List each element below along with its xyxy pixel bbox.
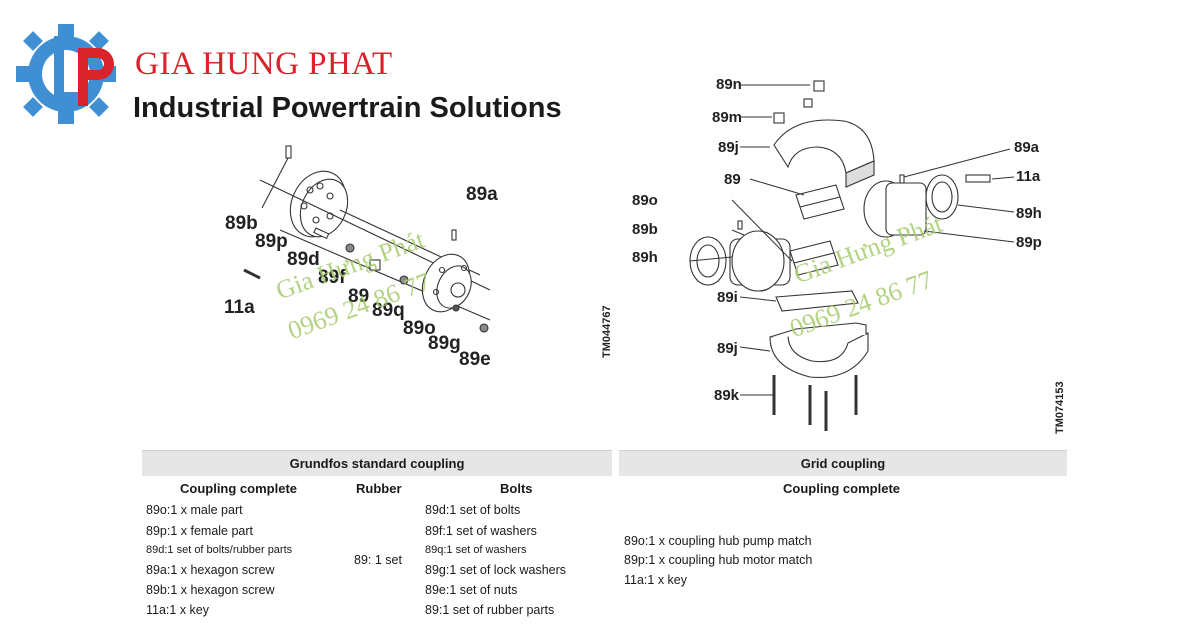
label-89p-grid: 89p: [1016, 234, 1042, 251]
label-89a-grid: 89a: [1014, 139, 1040, 156]
label-89d: 89d: [287, 249, 320, 270]
label-89k: 89k: [714, 387, 740, 404]
label-89a: 89a: [466, 184, 498, 205]
label-11a-grid: 11a: [1016, 168, 1041, 185]
label-89j-bottom: 89j: [717, 340, 738, 357]
label-89o-grid: 89o: [632, 192, 658, 209]
label-89m: 89m: [712, 109, 743, 126]
label-89h-left: 89h: [632, 249, 658, 266]
label-89e: 89e: [459, 349, 491, 370]
list-item: 89o:1 x male part: [146, 503, 243, 517]
standard-coupling-exploded-diagram: [243, 145, 491, 333]
grid-coupling-title: Grid coupling: [619, 450, 1067, 476]
standard-coupling-title: Grundfos standard coupling: [142, 450, 612, 476]
list-item: 89d:1 set of bolts: [425, 503, 521, 517]
label-89o: 89o: [403, 318, 436, 339]
list-item: 89:1 set of rubber parts: [425, 603, 555, 617]
col-head-bolts: Bolts: [500, 481, 533, 496]
list-item: 89p:1 x coupling hub motor match: [624, 553, 813, 567]
brand-name: GIA HUNG PHAT: [135, 46, 393, 82]
list-item: 11a:1 x key: [146, 603, 210, 617]
drawing-id-left: TM044767: [601, 305, 613, 358]
list-item: 89f:1 set of washers: [425, 524, 537, 538]
rubber-value: 89: 1 set: [354, 553, 402, 567]
label-89g: 89g: [428, 333, 461, 354]
brand-tagline: Industrial Powertrain Solutions: [133, 92, 562, 124]
list-item: 89o:1 x coupling hub pump match: [624, 534, 812, 548]
label-89i: 89i: [717, 289, 738, 306]
list-item: 89q:1 set of washers: [425, 544, 527, 556]
list-item: 89e:1 set of nuts: [425, 583, 518, 597]
col-head-coupling-complete: Coupling complete: [180, 481, 297, 496]
list-item: 89b:1 x hexagon screw: [146, 583, 275, 597]
list-item: 89g:1 set of lock washers: [425, 563, 567, 577]
brand-logo-icon: [16, 24, 116, 124]
col-head-grid-coupling-complete: Coupling complete: [783, 481, 900, 496]
label-89b: 89b: [225, 213, 258, 234]
label-89q: 89q: [372, 300, 405, 321]
label-89-grid: 89: [724, 171, 741, 188]
label-89n: 89n: [716, 76, 742, 93]
list-item: 89a:1 x hexagon screw: [146, 563, 275, 577]
col-head-rubber: Rubber: [356, 481, 402, 496]
label-11a: 11a: [224, 297, 255, 318]
list-item: 89d:1 set of bolts/rubber parts: [146, 544, 293, 556]
label-89p: 89p: [255, 231, 288, 252]
label-89h-right: 89h: [1016, 205, 1042, 222]
grid-coupling-exploded-diagram: [689, 80, 1015, 431]
label-89j-top: 89j: [718, 139, 739, 156]
label-89f: 89f: [318, 267, 346, 288]
list-item: 89p:1 x female part: [146, 524, 254, 538]
list-item: 11a:1 x key: [624, 573, 688, 587]
drawing-id-right: TM074153: [1054, 381, 1066, 434]
label-89: 89: [348, 286, 370, 307]
label-89b-grid: 89b: [632, 221, 658, 238]
